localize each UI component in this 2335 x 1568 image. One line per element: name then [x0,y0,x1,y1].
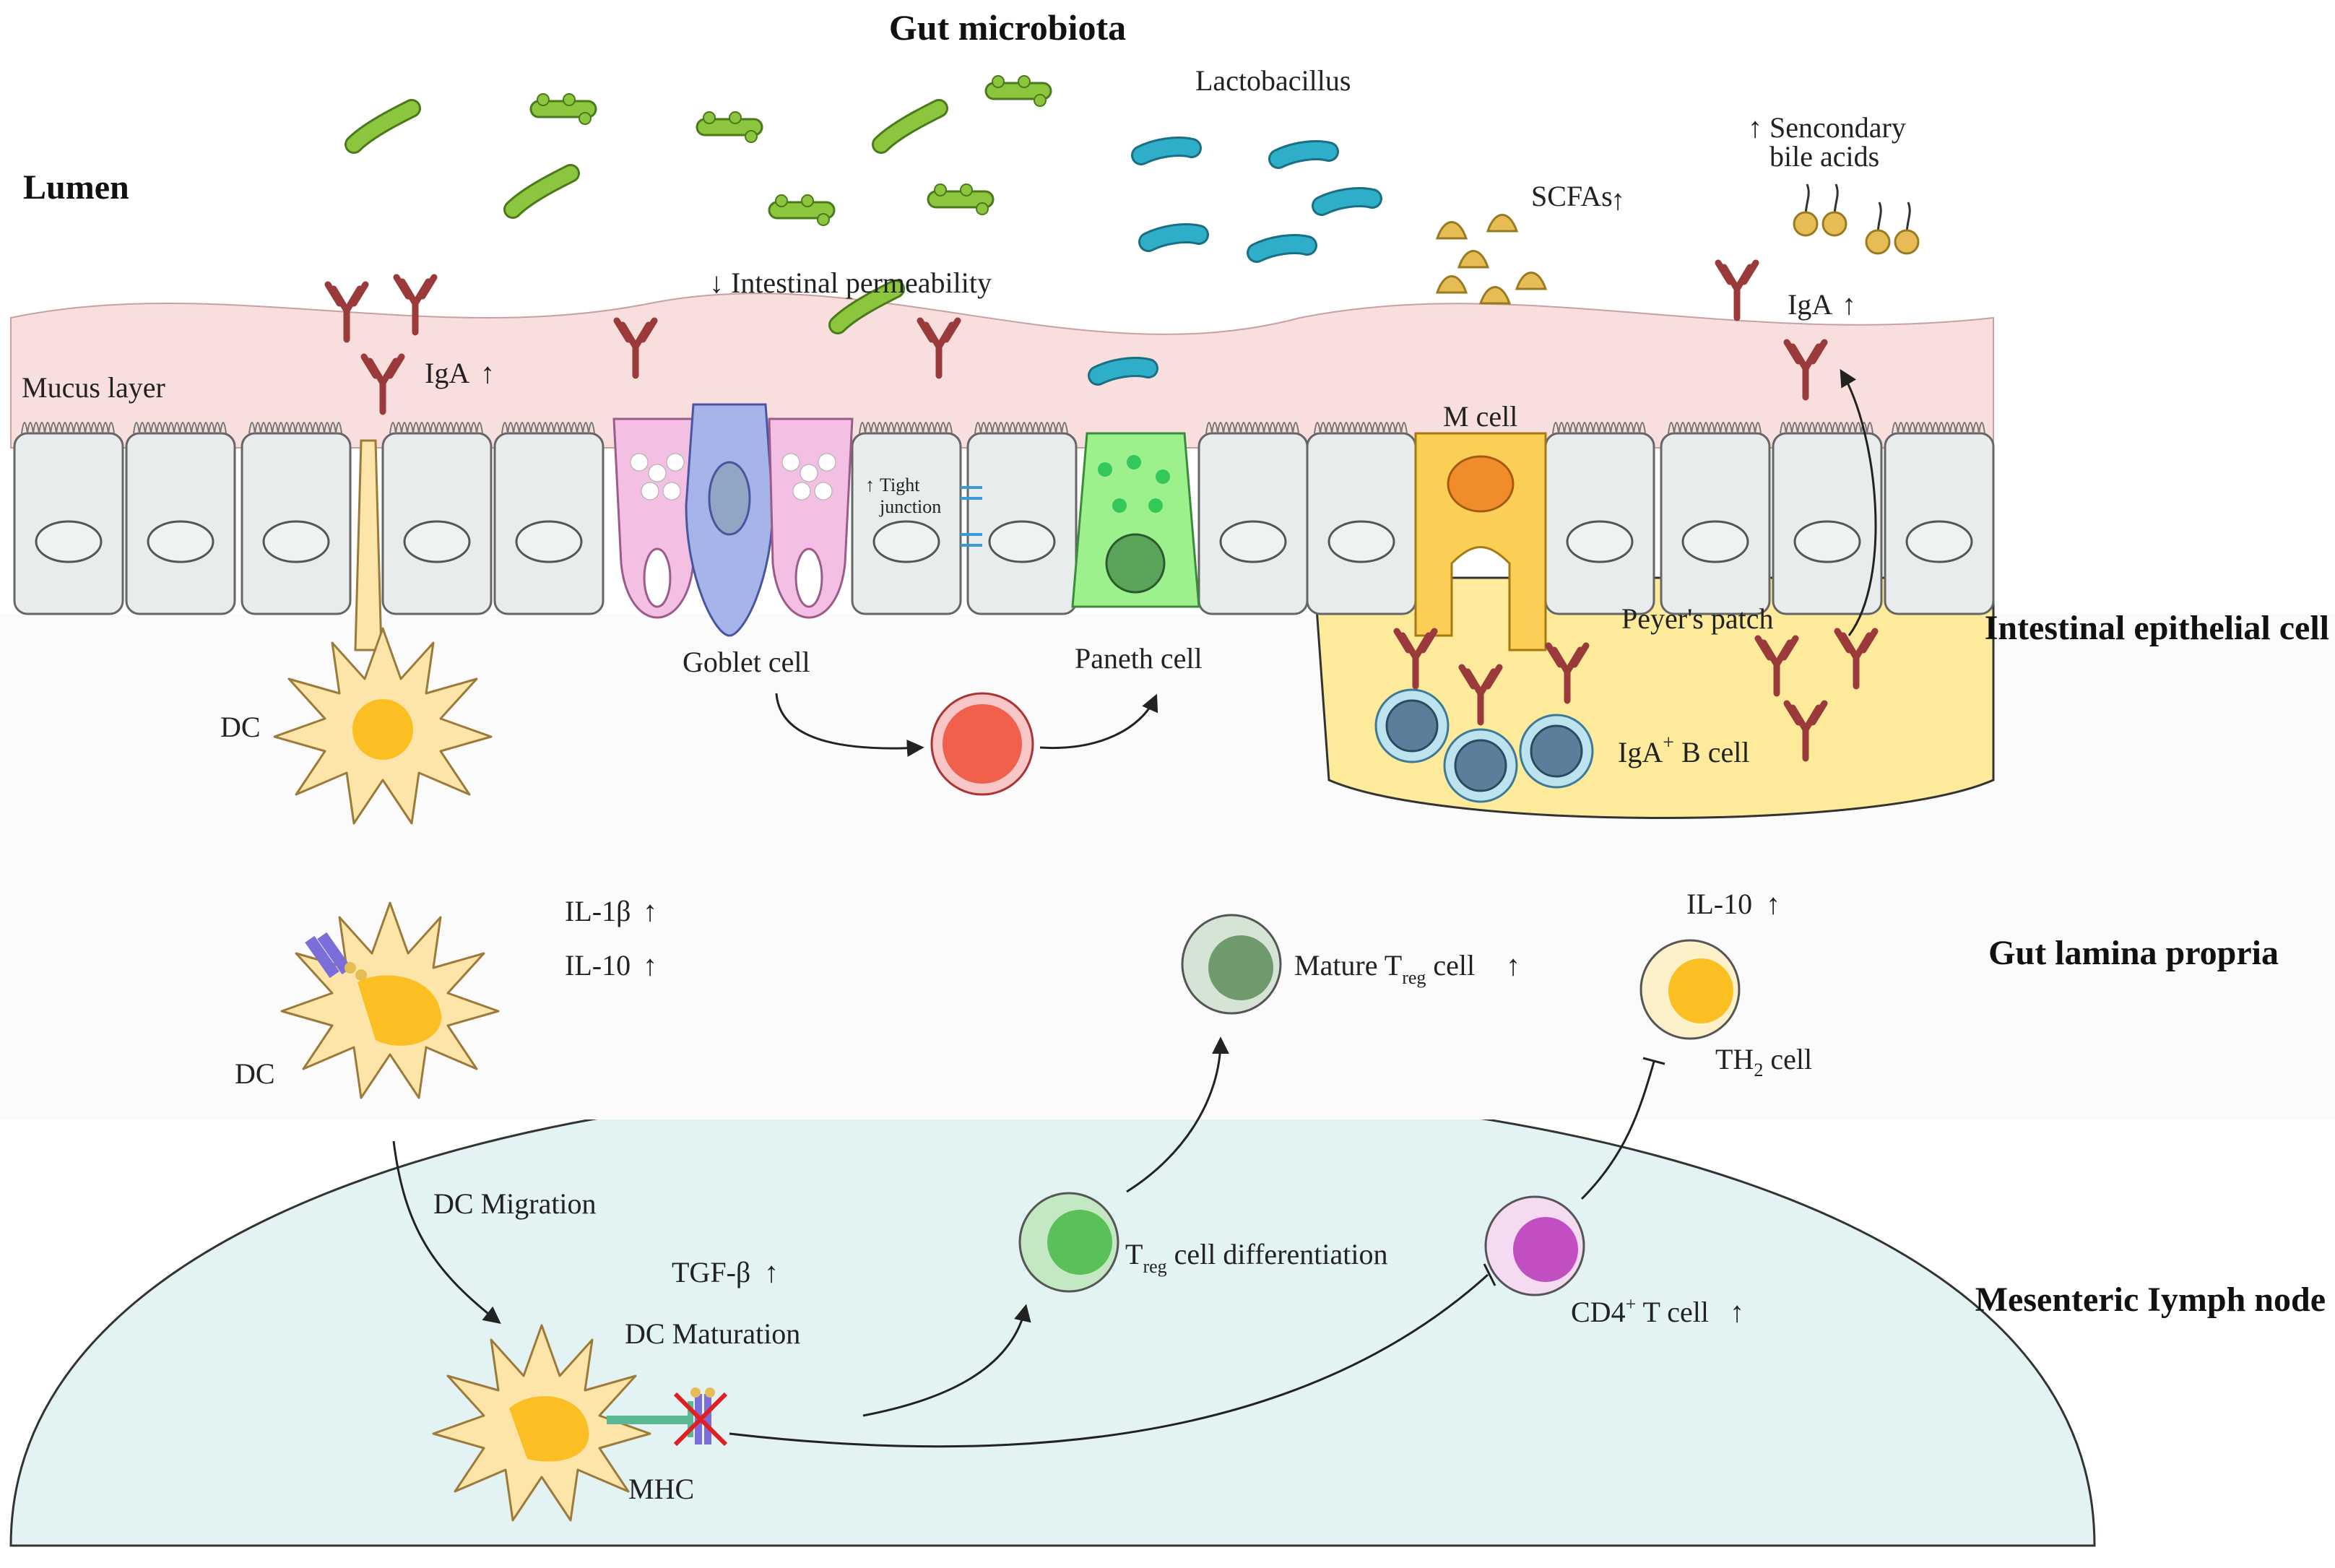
lymph-node-region [9,1082,2096,1547]
iga-left-up-arrow: ↑ [480,357,495,389]
goblet-cell-left [612,417,702,619]
pathway-arrows [392,368,1877,1448]
label-dc-maturation: DC Maturation [625,1317,800,1350]
iga-b-cell-label: IgA+ B cell [1618,732,1749,768]
label-goblet-cell: Goblet cell [683,646,810,678]
label-il1b: IL-1β [565,895,631,927]
label-dc-mid: DC [235,1057,275,1090]
label-il10-right: IL-10 [1686,888,1752,920]
label-epithelium: Intestinal epithelial cell [1985,609,2329,647]
dendritic-cell-bottom [432,1324,728,1522]
permeability-down-arrow: ↓ [709,267,724,299]
label-tight-2: junction [879,496,941,517]
label-permeability: Intestinal permeability [731,267,992,299]
th2-label: TH2 cell [1715,1043,1812,1080]
m-cell [1414,432,1547,651]
iga-b-cells [1374,688,1594,803]
label-lactobacillus: Lactobacillus [1195,64,1351,97]
bile-up-arrow: ↑ [1748,111,1762,144]
il1b-up-arrow: ↑ [643,895,657,927]
goblet-cell-right [768,417,854,619]
mature-treg-cell [1181,914,1282,1015]
scfa-up-arrow: ↑ [1611,183,1625,216]
label-lumen: Lumen [23,168,129,207]
label-lymph-node: Mesenteric Iymph node [1975,1281,2326,1319]
mature-treg-up-arrow: ↑ [1506,949,1520,982]
label-secondary-bile-1: Sencondary [1769,111,1906,144]
epithelial-cell-row [13,421,1995,615]
label-mhc: MHC [628,1473,694,1505]
il10-left-up-arrow: ↑ [643,949,657,982]
label-mucus-layer: Mucus layer [22,371,165,404]
tight-up-arrow: ↑ [865,475,875,495]
label-iga-left: IgA [425,357,469,389]
label-dc-migration: DC Migration [433,1187,597,1220]
dendritic-cell-top [273,439,493,825]
label-m-cell: M cell [1443,400,1517,433]
label-secondary-bile-2: bile acids [1769,140,1879,173]
tgfb-up-arrow: ↑ [764,1256,779,1288]
label-paneth-cell: Paneth cell [1075,642,1203,675]
transition-cell [930,692,1034,796]
mature-treg-label: Mature Treg cell [1294,949,1475,988]
label-lamina-propria: Gut lamina propria [1988,934,2279,972]
treg-diff-label: Treg cell differentiation [1125,1238,1387,1277]
th2-cell [1639,939,1741,1040]
treg-cell [1018,1192,1119,1293]
label-dc-top: DC [220,711,261,743]
bile-acid-molecules [1793,183,1920,255]
scfa-molecules [1436,214,1547,305]
il10-right-up-arrow: ↑ [1766,888,1780,920]
iga-right-up-arrow: ↑ [1842,288,1856,321]
cd4-label: CD4+ T cell [1571,1294,1709,1328]
label-tgfb: TGF-β [672,1256,750,1288]
cd4-t-cell [1484,1195,1585,1296]
dendritic-cell-mid [280,901,500,1099]
label-iga-right: IgA [1788,288,1832,321]
label-il10-left: IL-10 [565,949,631,982]
diagram-title: Gut microbiota [889,7,1126,48]
cd4-up-arrow: ↑ [1730,1296,1744,1328]
label-scfas: SCFAs [1531,180,1613,212]
mucus-layer [10,293,1994,449]
label-peyers-patch: Peyer's patch [1621,602,1773,635]
tight-junction-marker [961,486,982,547]
goblet-cell-center [685,403,774,637]
paneth-cell [1071,432,1200,608]
label-tight-1: Tight [880,475,920,495]
